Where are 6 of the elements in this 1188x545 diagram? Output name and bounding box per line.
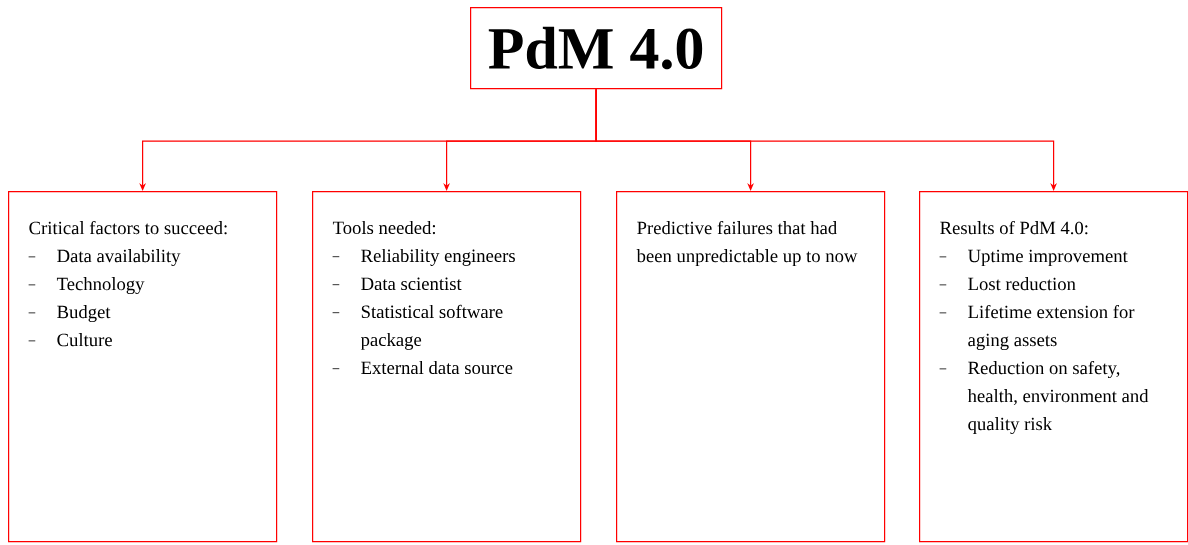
arrow [595,88,1057,191]
title-box: PdM 4.0 [470,7,723,90]
text-box: Predictive failures that had been unpredictable up to now [616,191,886,543]
text-box: Critical factors to succeed: Data availability Technology Budget Culture [8,191,278,543]
text-box: Tools needed: Reliability engineers Data scientist Statistical software package External data source [312,191,582,543]
text-box: Results of PdM 4.0: Uptime improvement Lost reduction Lifetime extension for aging assets Reduction on safety, health, environment and quality risk [919,191,1188,543]
